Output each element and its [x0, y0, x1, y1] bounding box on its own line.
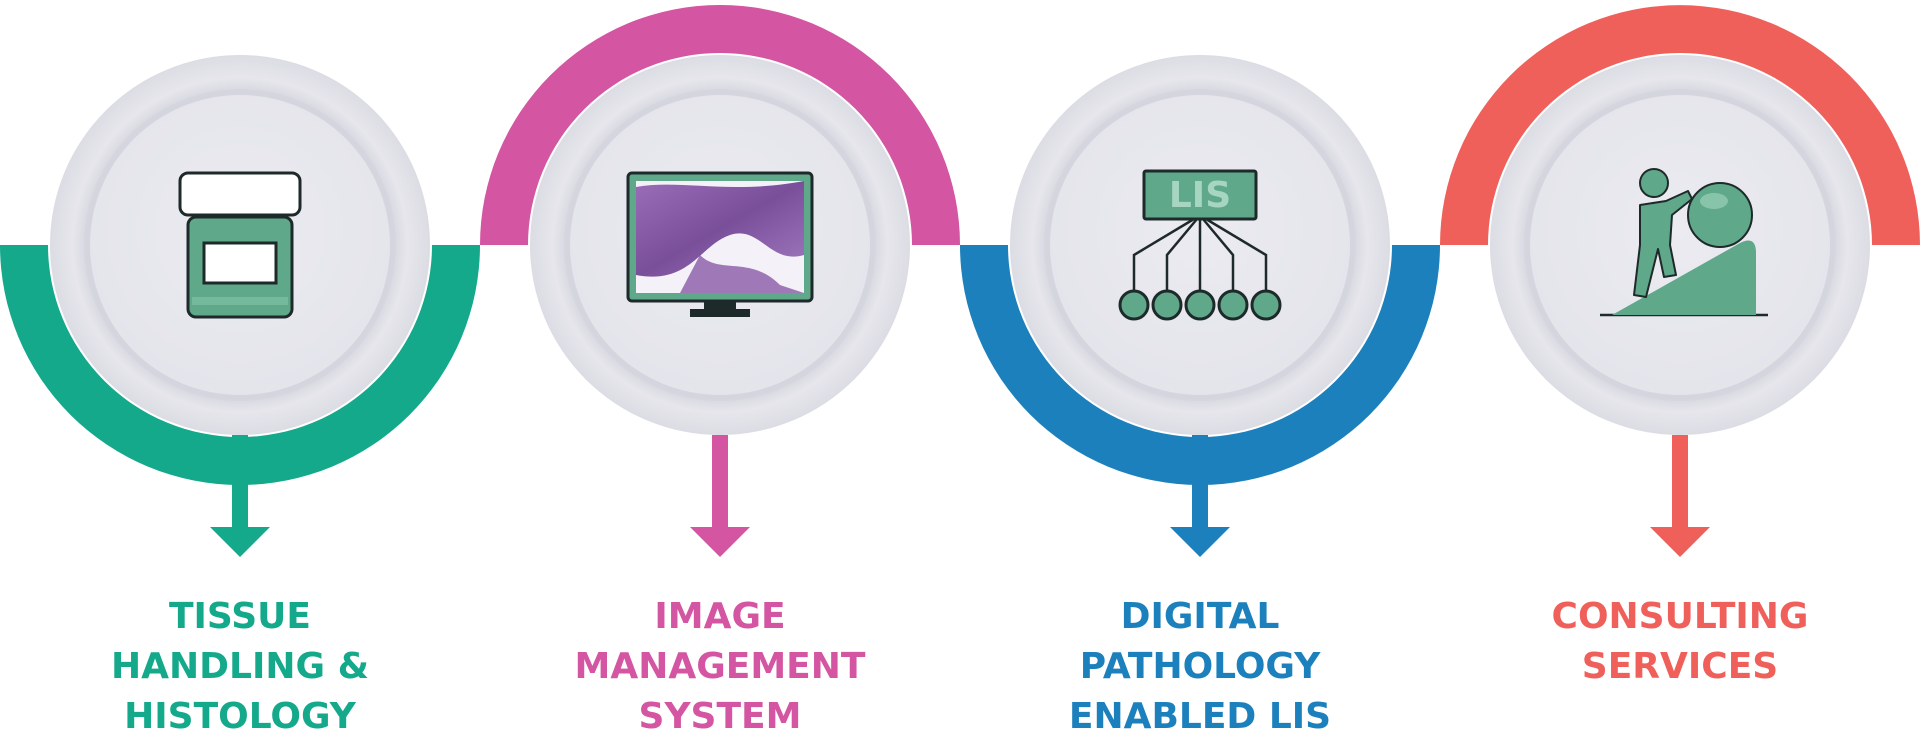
step-image-label-line: IMAGE [654, 596, 785, 637]
slide-monitor-icon [626, 171, 814, 317]
step-consulting [1440, 5, 1920, 246]
step-lis-arrow [1170, 435, 1230, 557]
step-image-label-line: SYSTEM [639, 696, 802, 737]
step-tissue [0, 245, 480, 485]
step-image-arc [480, 5, 960, 245]
step-lis-label-line: ENABLED LIS [1069, 696, 1331, 737]
step-image-label: IMAGE MANAGEMENT SYSTEM [575, 596, 866, 737]
step-lis-label-line: DIGITAL [1121, 596, 1280, 637]
step-tissue-label: TISSUE HANDLING & HISTOLOGY [111, 596, 369, 737]
arc-layer [0, 5, 1920, 485]
lis-label: LIS [1169, 175, 1231, 216]
lis-network-icon: LIS [1118, 169, 1282, 321]
step-lis-arc [960, 245, 1440, 485]
step-image [480, 5, 960, 245]
step-consulting-arc [1440, 5, 1920, 246]
step-tissue-arrow [210, 435, 270, 557]
step-tissue-label-line: HISTOLOGY [124, 696, 357, 737]
step-lis-label-line: PATHOLOGY [1080, 646, 1321, 687]
label-layer: TISSUE HANDLING & HISTOLOGY IMAGE MANAGEMENT… [111, 596, 1808, 737]
step-consulting-label: CONSULTING SERVICES [1552, 596, 1809, 687]
step-tissue-label-line: TISSUE [169, 596, 311, 637]
step-consulting-label-line: SERVICES [1582, 646, 1778, 687]
person-pushing-boulder-icon [1600, 168, 1768, 317]
step-image-label-line: MANAGEMENT [575, 646, 866, 687]
step-lis [960, 245, 1440, 485]
step-tissue-label-line: HANDLING & [111, 646, 369, 687]
step-consulting-arrow [1650, 435, 1710, 557]
step-tissue-arc [0, 245, 480, 485]
arrow-layer [210, 435, 1710, 557]
icon-layer: LIS [178, 168, 1768, 321]
step-consulting-disc [1490, 55, 1870, 435]
disc-layer [50, 55, 1870, 435]
step-consulting-label-line: CONSULTING [1552, 596, 1809, 637]
step-image-arrow [690, 435, 750, 557]
step-lis-label: DIGITAL PATHOLOGY ENABLED LIS [1069, 596, 1331, 737]
specimen-jar-icon [178, 171, 302, 319]
